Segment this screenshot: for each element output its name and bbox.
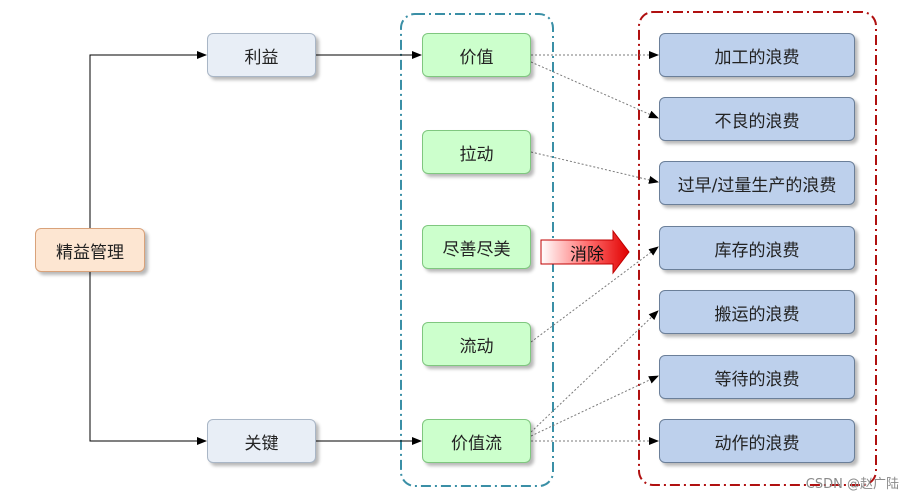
node-label: 拉动 <box>459 144 494 165</box>
node-label: 利益 <box>244 47 279 68</box>
eliminate-arrow <box>540 229 630 275</box>
node-label: 精益管理 <box>56 242 124 263</box>
node-value-stream: 价值流 <box>422 419 531 463</box>
node-waste-defects: 不良的浪费 <box>659 97 855 141</box>
node-waste-overproduction: 过早/过量生产的浪费 <box>659 161 855 205</box>
node-label: 尽善尽美 <box>442 239 511 260</box>
node-label: 价值 <box>459 47 494 68</box>
connector-value-stream-transport <box>530 310 659 433</box>
node-waste-transport: 搬运的浪费 <box>659 290 855 334</box>
node-benefit: 利益 <box>207 33 316 77</box>
node-label: 搬运的浪费 <box>714 304 800 325</box>
node-label: 关键 <box>244 433 279 454</box>
node-waste-motion: 动作的浪费 <box>659 419 855 463</box>
node-lean-management: 精益管理 <box>35 228 145 272</box>
eliminate-label: 消除 <box>570 244 604 265</box>
connector-value-stream-waiting <box>530 375 659 437</box>
node-label: 动作的浪费 <box>714 433 800 454</box>
node-label: 不良的浪费 <box>714 111 800 132</box>
node-label: 加工的浪费 <box>714 47 800 68</box>
node-label: 等待的浪费 <box>714 369 800 390</box>
node-value: 价值 <box>422 33 531 77</box>
node-waste-waiting: 等待的浪费 <box>659 355 855 399</box>
node-label: 库存的浪费 <box>714 240 800 261</box>
connector-value-defects <box>530 61 659 119</box>
connector-root-benefit <box>89 51 207 228</box>
node-key: 关键 <box>207 419 316 463</box>
wastes-frame <box>638 11 877 486</box>
connector-root-key <box>89 272 207 445</box>
node-flow: 流动 <box>422 322 531 366</box>
watermark: CSDN @赵广陆 <box>805 477 899 492</box>
node-label: 过早/过量生产的浪费 <box>677 175 837 196</box>
node-pull: 拉动 <box>422 130 531 174</box>
node-waste-processing: 加工的浪费 <box>659 33 855 77</box>
connector-pull-overproduction <box>530 151 659 184</box>
connector-flow-inventory <box>530 246 659 343</box>
node-label: 流动 <box>459 336 494 357</box>
node-label: 价值流 <box>451 433 502 454</box>
node-perfection: 尽善尽美 <box>422 225 531 269</box>
node-waste-inventory: 库存的浪费 <box>659 226 855 270</box>
